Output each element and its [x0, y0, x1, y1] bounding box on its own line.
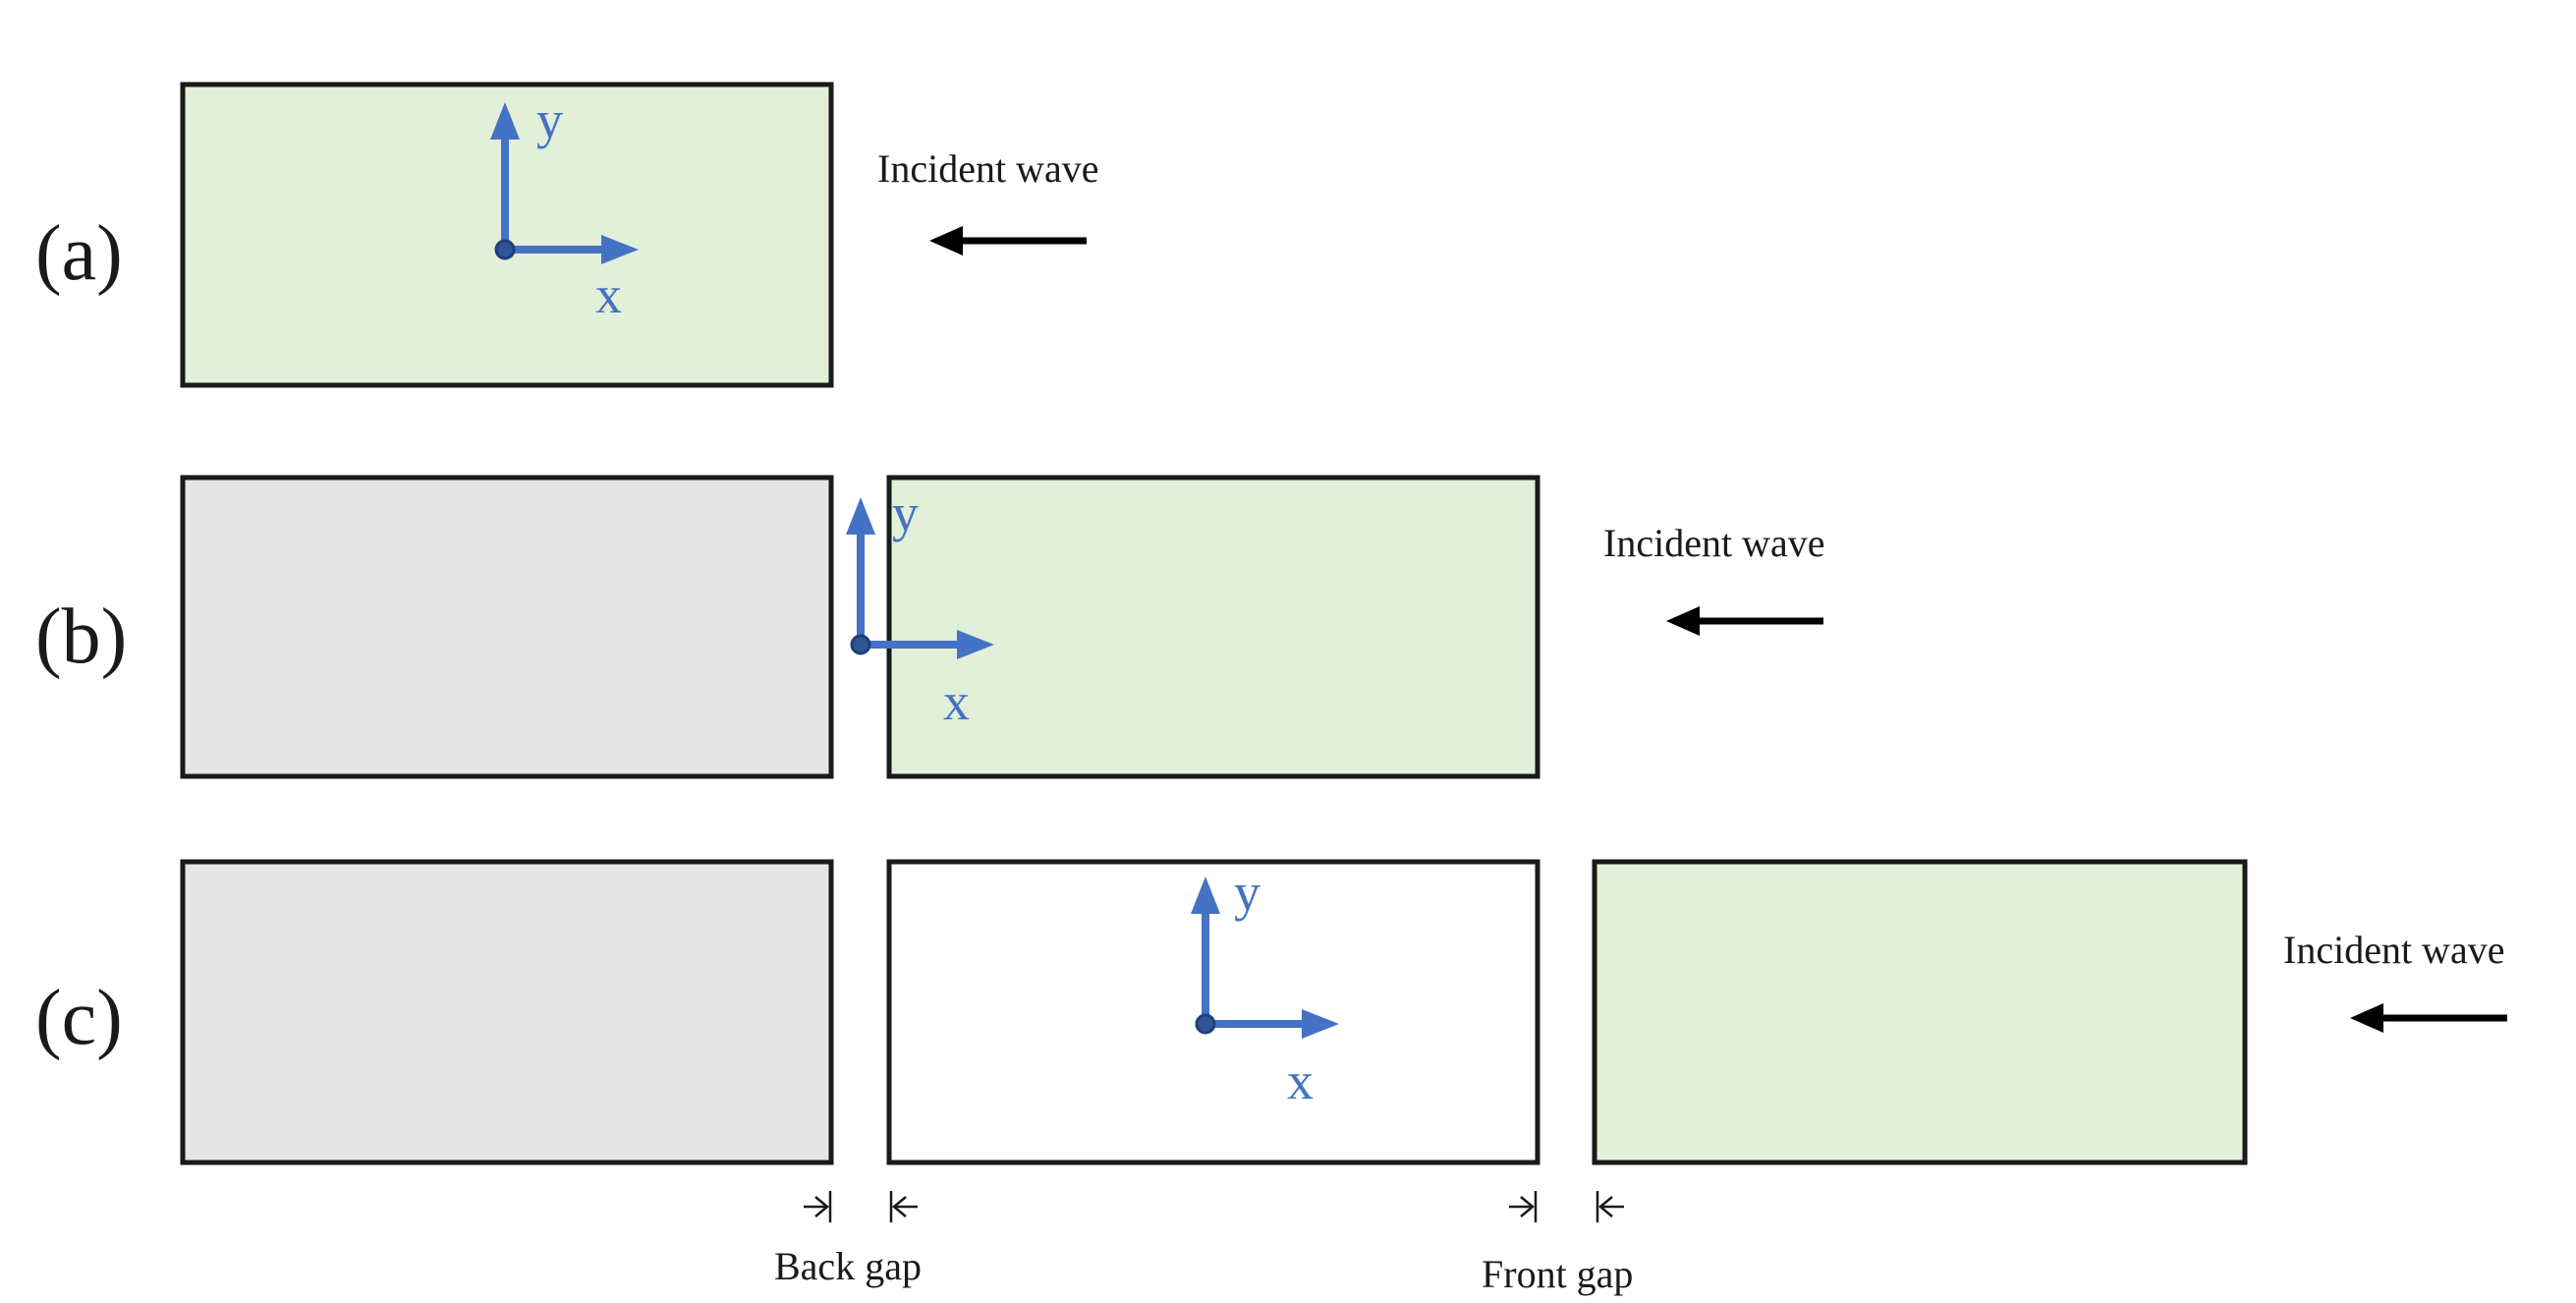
panel-a-label: (a): [35, 210, 123, 297]
panel-b-y-axis-label: y: [892, 483, 919, 542]
panel-c-incident-wave-label: Incident wave: [2283, 928, 2504, 972]
panel-a-x-axis-label: x: [595, 265, 622, 324]
panel-b-incident-wave-arrow: [1666, 606, 1823, 636]
panel-c-y-axis-label: y: [1234, 863, 1260, 922]
panel-b-body-target: [886, 475, 1540, 779]
panel-a: (a) y x Incident wave: [35, 82, 1098, 388]
panel-c-body-back-neighbor: [180, 859, 834, 1165]
panel-a-incident-wave-arrow: [929, 226, 1087, 255]
panel-b: (b) y x Incident wave: [35, 475, 1824, 779]
back-gap-label: Back gap: [774, 1244, 922, 1288]
panel-c-incident-wave-arrow: [2350, 1003, 2507, 1033]
panel-a-y-axis-label: y: [536, 90, 563, 149]
panel-c-body-target: [1592, 859, 2248, 1165]
front-gap-dimension: [1509, 1191, 1624, 1222]
panel-c: (c) y x Incident wave Back gap: [35, 859, 2507, 1296]
panel-a-incident-wave-label: Incident wave: [877, 146, 1098, 191]
panel-b-body-neighbor: [180, 475, 834, 779]
panel-c-x-axis-label: x: [1287, 1051, 1314, 1110]
panel-c-label: (c): [35, 975, 123, 1061]
panel-b-label: (b): [35, 594, 127, 680]
panel-b-incident-wave-label: Incident wave: [1603, 521, 1824, 565]
panel-b-x-axis-label: x: [943, 672, 970, 731]
front-gap-label: Front gap: [1482, 1252, 1633, 1296]
back-gap-dimension: [804, 1191, 918, 1222]
